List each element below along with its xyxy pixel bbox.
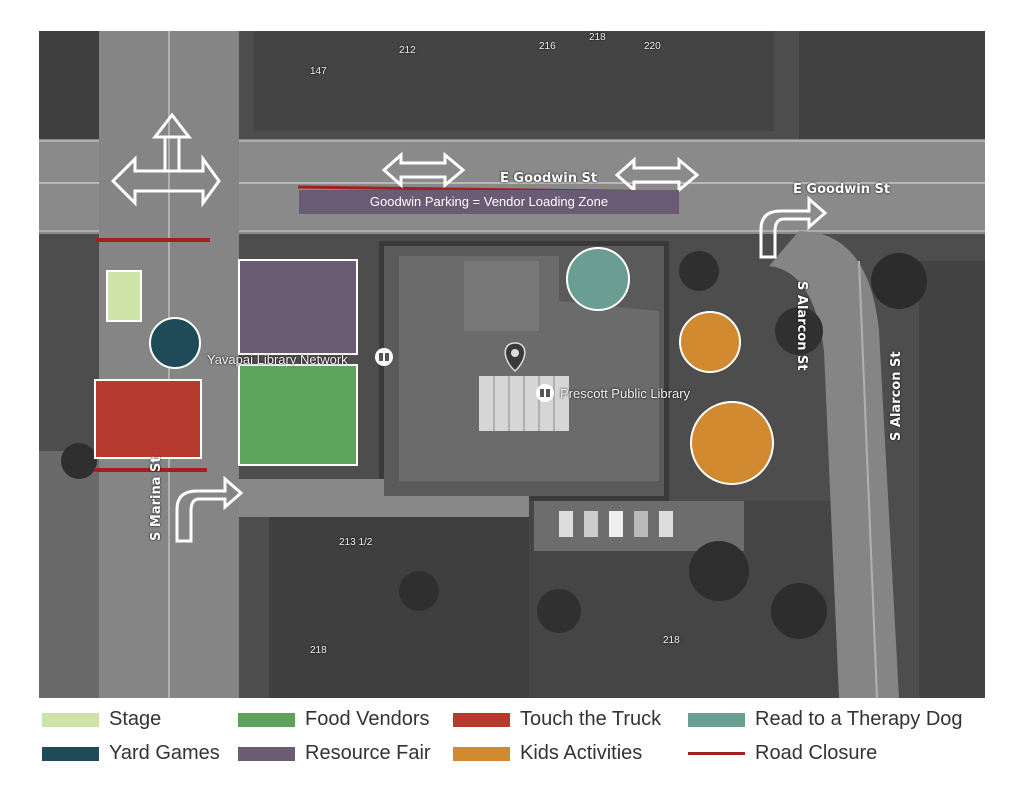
street-label-alarcon: S Alarcon St [889, 351, 904, 441]
house-number: 147 [310, 66, 327, 77]
food-vendors-zone [238, 364, 358, 466]
map-background [39, 31, 985, 698]
legend-item-yard-games: Yard Games [42, 742, 220, 765]
legend-swatch [688, 712, 745, 727]
yard-games-circle [149, 317, 201, 369]
therapy-dog-circle [566, 247, 630, 311]
four-way-arrow-icon [110, 112, 221, 208]
legend-swatch [238, 746, 295, 761]
double-arrow-icon [381, 151, 700, 194]
legend-label: Touch the Truck [520, 708, 662, 730]
legend-label: Read to a Therapy Dog [755, 708, 963, 730]
poi-label-prescott: Prescott Public Library [560, 386, 691, 401]
kids-activities-circle-large [690, 401, 774, 485]
legend-label: Stage [109, 708, 162, 730]
house-number: 216 [539, 41, 556, 52]
legend-label: Food Vendors [305, 708, 430, 730]
poi-label-yavapai: Yavapai Library Network [207, 352, 348, 367]
legend-swatch [453, 746, 510, 761]
legend-item-kids-activities: Kids Activities [453, 742, 642, 765]
legend-item-food-vendors: Food Vendors [238, 708, 430, 731]
kids-activities-circle-small [679, 311, 741, 373]
turn-arrow-icon [175, 195, 828, 543]
street-label-marina: S Marina St [149, 456, 164, 541]
legend-item-resource-fair: Resource Fair [238, 742, 431, 765]
legend-label: Kids Activities [520, 742, 643, 764]
house-number: 220 [644, 41, 661, 52]
street-label-alarcon: S Alarcon St [794, 281, 809, 371]
resource-fair-zone [238, 259, 358, 355]
pin-icon [504, 342, 526, 373]
legend-label: Road Closure [755, 742, 878, 764]
legend-label: Resource Fair [305, 742, 431, 764]
house-number: 213 1/2 [339, 537, 373, 548]
touch-the-truck-zone [94, 379, 202, 459]
legend-swatch [42, 746, 99, 761]
legend-swatch [453, 712, 510, 727]
legend-item-therapy-dog: Read to a Therapy Dog [688, 708, 963, 731]
library-icon [375, 348, 554, 402]
legend-item-road-closure: Road Closure [688, 742, 877, 765]
street-label-goodwin: E Goodwin St [500, 171, 598, 186]
vendor-loading-banner: Goodwin Parking = Vendor Loading Zone [299, 190, 679, 214]
legend-label: Yard Games [109, 742, 220, 764]
house-number: 218 [310, 645, 327, 656]
legend-swatch [42, 712, 99, 727]
house-number: 212 [399, 45, 416, 56]
house-number: 218 [589, 32, 606, 43]
stage-zone [106, 270, 142, 322]
legend-item-stage: Stage [42, 708, 161, 731]
street-label-goodwin: E Goodwin St [793, 182, 891, 197]
house-number: 218 [663, 635, 680, 646]
legend-swatch [238, 712, 295, 727]
legend-line [688, 752, 745, 755]
satellite-map[interactable]: Goodwin Parking = Vendor Loading Zone E … [39, 31, 985, 698]
legend-item-touch-the-truck: Touch the Truck [453, 708, 661, 731]
